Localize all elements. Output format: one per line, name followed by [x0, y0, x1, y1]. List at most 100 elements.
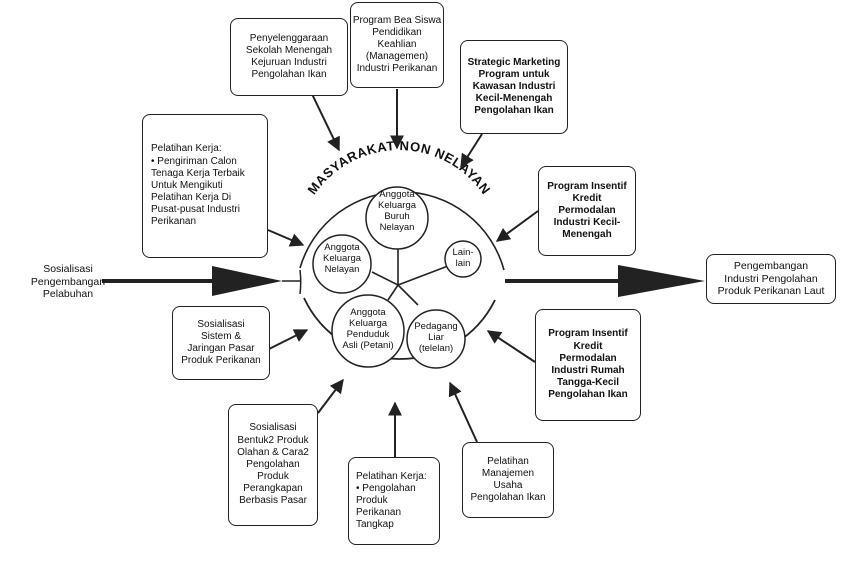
text-line: Pengembangan — [30, 275, 106, 288]
text-line: Sosialisasi — [197, 318, 245, 330]
text-line: Nelayan — [379, 221, 415, 233]
text-line: Bentuk2 Produk — [237, 434, 309, 446]
text-line: Penyelenggaraan — [249, 32, 329, 44]
text-line: Menengah — [562, 229, 612, 241]
text-line: Tangga-Kecil — [556, 377, 620, 389]
text-line: Perikanan — [151, 216, 197, 228]
connector-arrows — [267, 89, 539, 457]
input-arrow — [102, 266, 300, 296]
circle-lain-label: Lain-lain — [445, 247, 481, 270]
text-line: Sosialisasi — [249, 422, 297, 434]
text-line: Tenaga Kerja Terbaik — [151, 167, 245, 179]
text-line: Produk Perikanan Laut — [717, 285, 825, 298]
text-line: Keluarga — [348, 317, 388, 329]
text-line: Nelayan — [324, 263, 360, 275]
text-line: Produk — [356, 494, 388, 506]
text-line: Program untuk — [478, 68, 550, 80]
text-line: Industri Perikanan — [356, 63, 438, 75]
text-line: Industri Kecil- — [553, 217, 621, 229]
text-line: Pelatihan Kerja: — [151, 143, 222, 155]
text-line: Manajemen — [481, 467, 535, 479]
text-line: Penduduk — [346, 328, 390, 340]
text-line: • Pengiriman Calon — [151, 155, 237, 167]
text-line: Program Insentif — [547, 180, 627, 192]
text-line: Kredit — [573, 340, 603, 352]
text-line: Sekolah Menengah — [245, 44, 333, 56]
text-line: Permodalan — [558, 204, 616, 216]
enclosing-arc-bottom — [303, 297, 496, 360]
text-line: Kawasan Industri — [472, 80, 556, 92]
text-line: Pengolahan Ikan — [470, 492, 546, 504]
center-spokes — [371, 249, 449, 306]
text-line: Olahan & Cara2 — [237, 446, 309, 458]
text-line: Pelatihan — [487, 455, 529, 467]
text-line: Industri Rumah — [551, 365, 625, 376]
circle-nelayan — [312, 234, 372, 294]
text-line: lain — [455, 257, 471, 269]
text-line: Sosialisasi — [43, 263, 93, 275]
circle-penduduk — [331, 294, 405, 368]
text-line: Pengembangan — [733, 259, 809, 272]
text-line: Untuk Mengikuti — [151, 179, 223, 191]
text-line: Berbasis Pasar — [239, 495, 307, 507]
circle-lain — [444, 240, 482, 278]
text-line: Produk — [257, 471, 289, 483]
text-line: Keluarga — [322, 252, 362, 264]
text-line: Kecil-Menengah — [475, 93, 553, 105]
text-line: Permodalan — [559, 352, 617, 364]
text-line: Keluarga — [377, 199, 417, 211]
text-line: Lain- — [452, 247, 474, 258]
text-line: Kejuruan Industri — [251, 57, 327, 68]
text-line: Tangkap — [356, 519, 394, 531]
text-line: Pedagang — [414, 321, 458, 332]
text-line: (telelan) — [418, 342, 454, 354]
text-line: Buruh — [384, 210, 410, 222]
text-line: Pengolahan Ikan — [474, 105, 554, 117]
text-line: Pusat-pusat Industri — [151, 204, 240, 216]
text-line: Pengolahan Ikan — [251, 69, 327, 81]
output-arrow — [505, 265, 705, 297]
text-line: Jaringan Pasar — [187, 343, 255, 354]
text-line: Program Bea Siswa — [352, 14, 442, 26]
text-line: Pengolahan Ikan — [548, 389, 628, 401]
text-line: Sistem & — [200, 330, 241, 342]
enclosing-arc-left — [299, 269, 302, 295]
text-line: Pelabuhan — [42, 288, 94, 301]
text-line: Perikanan — [356, 507, 402, 519]
text-line: Anggota — [350, 307, 386, 318]
text-line: • Pengolahan — [356, 482, 416, 494]
text-line: Keahlian — [377, 38, 417, 50]
text-line: Pendidikan — [372, 26, 422, 38]
text-line: Anggota — [324, 242, 360, 253]
text-line: Pelatihan Kerja: — [356, 470, 427, 482]
text-line: (Managemen) — [365, 51, 429, 63]
text-line: Industri Pengolahan — [724, 272, 818, 285]
text-line: Anggota — [379, 189, 415, 200]
text-line: Strategic Marketing — [467, 56, 561, 68]
text-line: Usaha — [493, 480, 523, 491]
text-line: Pengolahan — [246, 458, 300, 470]
text-line: Perangkapan — [243, 483, 303, 495]
text-line: Program Insentif — [548, 328, 628, 340]
text-line: Liar — [428, 331, 444, 343]
circle-pedagang — [406, 309, 466, 369]
text-line: Produk Perikanan — [181, 355, 261, 367]
text-line: Asli (Petani) — [342, 339, 394, 351]
